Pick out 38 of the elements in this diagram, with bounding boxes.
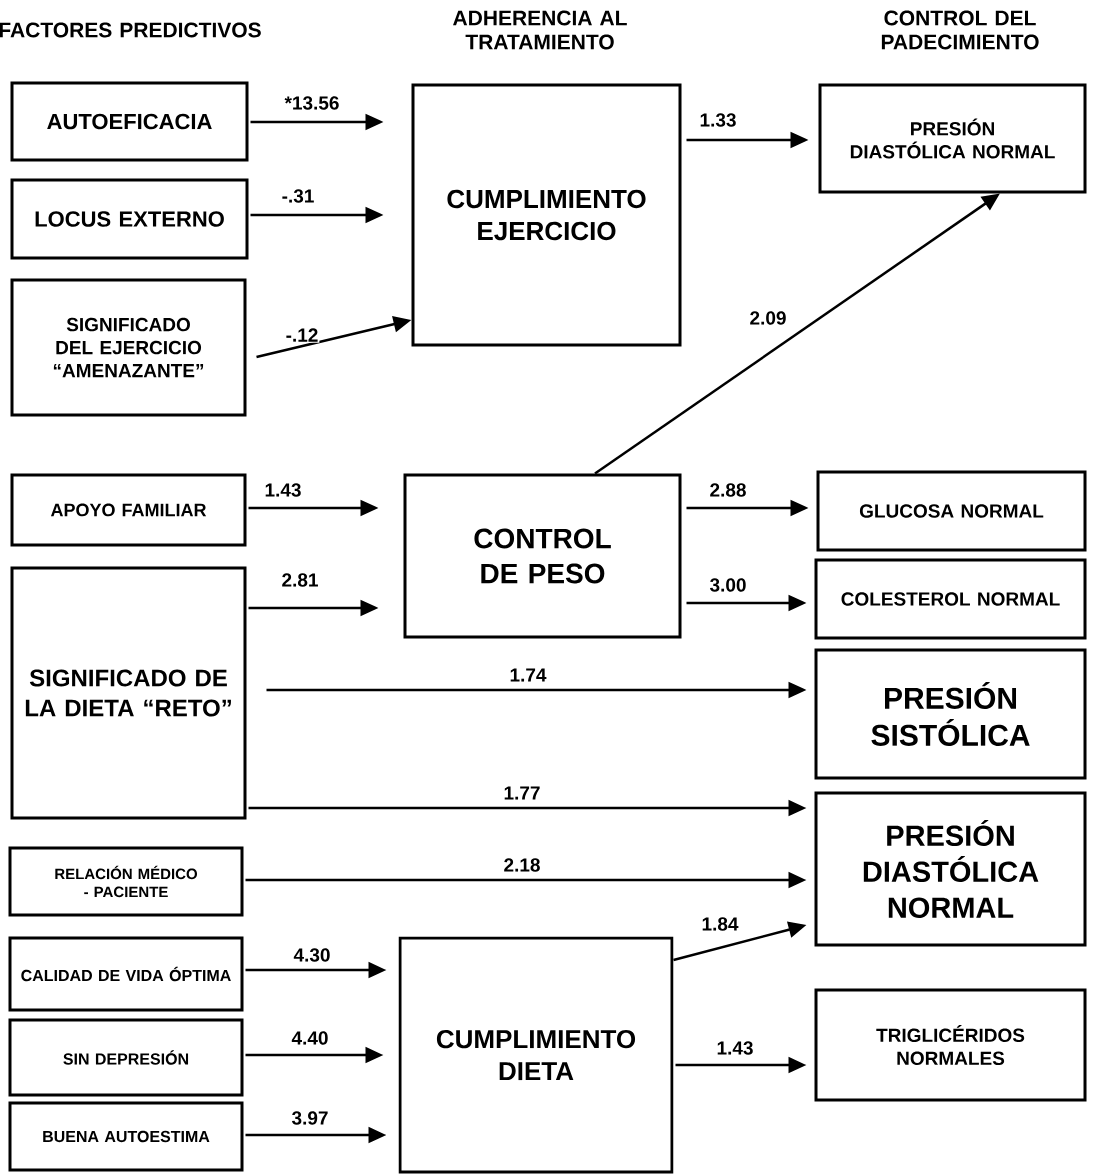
factor-box: APOYO FAMILIAR [10, 473, 247, 547]
factor-box: PRESIÓN DIASTÓLICA NORMAL [818, 83, 1087, 194]
edge-label: 3.00 [708, 577, 748, 593]
factor-box: AUTOEFICACIA [10, 81, 249, 162]
edge-label: 2.81 [280, 572, 320, 588]
edge-label: *13.56 [283, 95, 341, 111]
factor-box: SIGNIFICADO DE LA DIETA “RETO” [10, 566, 247, 820]
factor-box: PRESIÓN DIASTÓLICA NORMAL [814, 791, 1087, 947]
factor-box: TRIGLICÉRIDOS NORMALES [814, 988, 1087, 1102]
factor-box: BUENA AUTOESTIMA [8, 1101, 244, 1172]
column-heading: FACTORES PREDICTIVOS [0, 22, 261, 38]
factor-box: PRESIÓN SISTÓLICA [814, 648, 1087, 780]
column-heading: CONTROL DEL PADECIMIENTO [881, 10, 1039, 50]
edge-label: 1.74 [508, 667, 548, 683]
edge-label: 1.43 [263, 482, 303, 498]
factor-box: SIGNIFICADO DEL EJERCICIO “AMENAZANTE” [10, 278, 247, 417]
edge-label: 1.77 [502, 785, 542, 801]
factor-box: CONTROL DE PESO [403, 473, 682, 639]
factor-box: RELACIÓN MÉDICO - PACIENTE [8, 846, 244, 917]
factor-box: CUMPLIMIENTO DIETA [398, 936, 674, 1174]
edge-label: 1.43 [715, 1040, 755, 1056]
factor-box: GLUCOSA NORMAL [816, 470, 1087, 552]
edge-label: 2.09 [748, 310, 788, 326]
factor-box: SIN DEPRESIÓN [8, 1018, 244, 1097]
edge-label: 2.88 [708, 482, 748, 498]
edge-label: 4.40 [290, 1030, 330, 1046]
edge-label: 3.97 [290, 1110, 330, 1126]
edge-label: 4.30 [292, 947, 332, 963]
edge-label: -.31 [280, 188, 316, 204]
factor-box: COLESTEROL NORMAL [814, 558, 1087, 640]
edge-label: -.12 [284, 327, 320, 343]
edge-label: 2.18 [502, 857, 542, 873]
factor-box: CUMPLIMIENTO EJERCICIO [411, 83, 682, 347]
factor-box: LOCUS EXTERNO [10, 178, 249, 260]
edge-label: 1.84 [700, 916, 740, 932]
column-heading: ADHERENCIA AL TRATAMIENTO [453, 10, 627, 50]
edge-label: 1.33 [698, 112, 738, 128]
factor-box: CALIDAD DE VIDA ÓPTIMA [8, 936, 244, 1012]
